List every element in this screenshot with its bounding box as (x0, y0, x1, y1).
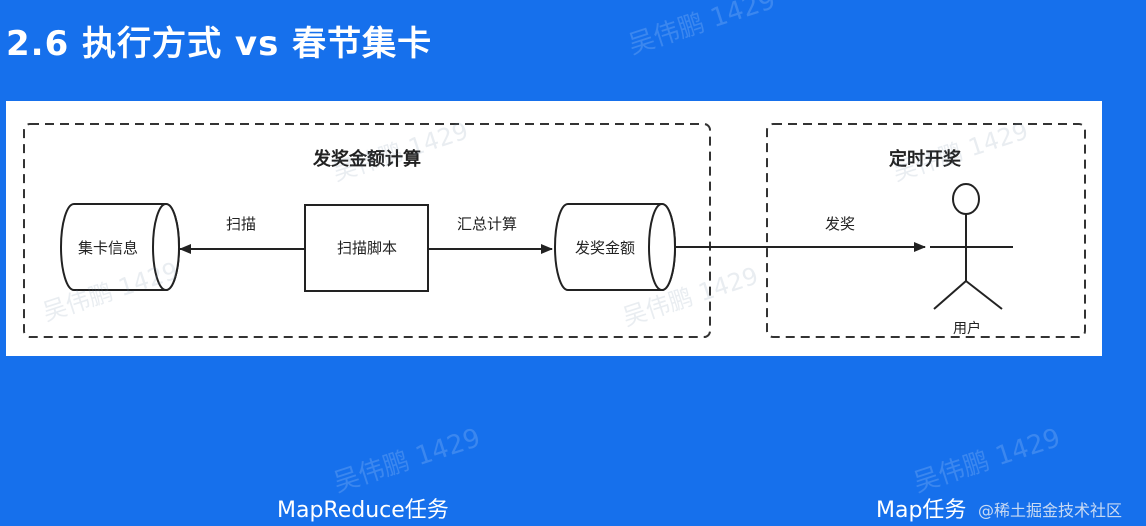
arrow-scan-label: 扫描 (226, 215, 256, 233)
arrow-award-label: 发奖 (825, 215, 855, 233)
group-left-box (23, 123, 711, 338)
watermark: 吴伟鹏 1429 (329, 423, 485, 499)
slide-title: 2.6 执行方式 vs 春节集卡 (6, 24, 433, 64)
diagram-panel: 发奖金额计算 定时开奖 集卡信息 扫描脚本 发奖金额 扫描 汇总计算 发奖 (6, 101, 1102, 356)
group-right-box (766, 123, 1086, 338)
diagram-canvas: 发奖金额计算 定时开奖 集卡信息 扫描脚本 发奖金额 扫描 汇总计算 发奖 (23, 117, 1086, 338)
watermark: 吴伟鹏 1429 (624, 0, 780, 61)
caption-map: Map任务 (876, 498, 967, 523)
scan-script-label: 扫描脚本 (337, 239, 397, 257)
brand-watermark: @稀土掘金技术社区 (978, 501, 1123, 520)
group-right-title: 定时开奖 (889, 148, 962, 170)
group-left-title: 发奖金额计算 (312, 148, 421, 170)
arrow-sum-label: 汇总计算 (457, 215, 517, 233)
user-icon (930, 183, 1013, 310)
db-card-info: 集卡信息 (60, 203, 180, 291)
user-label: 用户 (953, 320, 981, 337)
db-card-info-label: 集卡信息 (78, 239, 138, 257)
caption-mapreduce: MapReduce任务 (277, 498, 449, 523)
db-award-amount-label: 发奖金额 (575, 239, 635, 257)
scan-script-box (304, 204, 429, 292)
watermark: 吴伟鹏 1429 (909, 423, 1065, 499)
db-award-amount: 发奖金额 (554, 203, 676, 291)
